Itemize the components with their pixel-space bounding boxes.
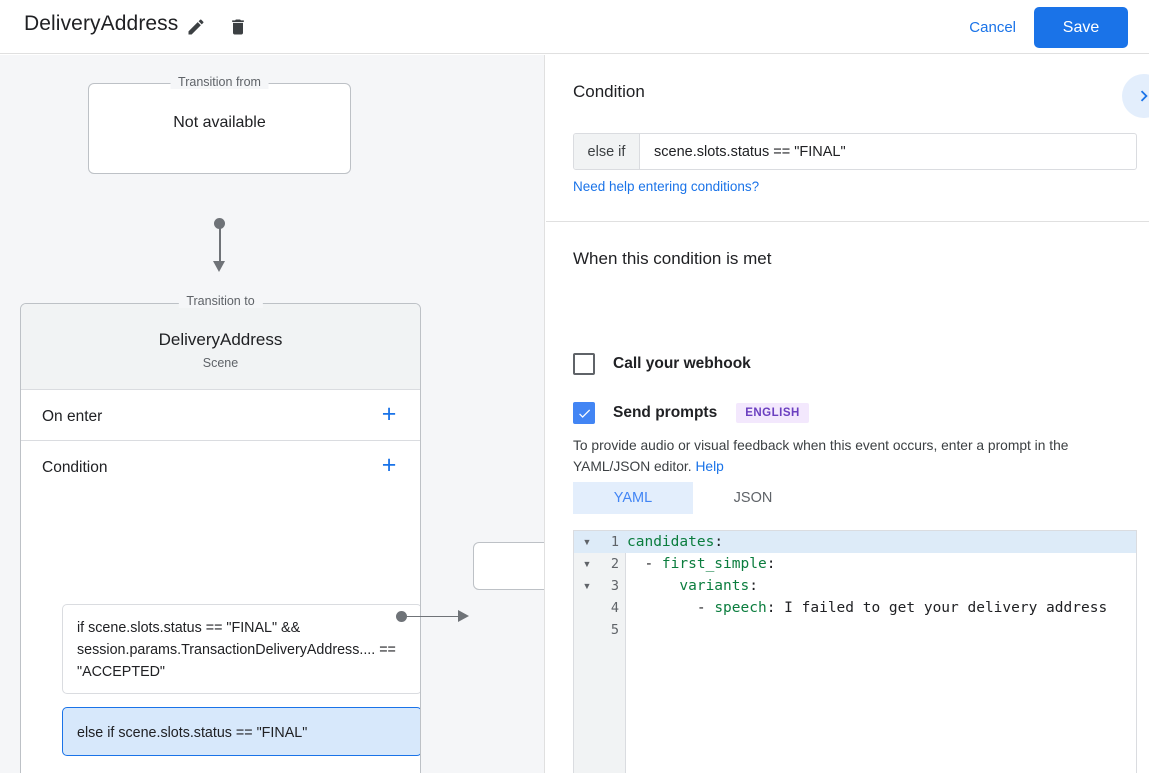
add-condition-button[interactable]: +: [381, 451, 397, 479]
target-node-card[interactable]: [473, 542, 544, 590]
editor-line-number: 4: [610, 600, 619, 616]
fold-triangle-icon[interactable]: ▼: [582, 559, 592, 569]
editor-line-code: - speech: I failed to get your delivery …: [627, 600, 1108, 616]
condition-expression-input[interactable]: [640, 134, 1136, 169]
send-prompts-checkbox-row[interactable]: Send prompts ENGLISH: [573, 402, 809, 424]
tab-yaml[interactable]: YAML: [573, 482, 693, 514]
editor-format-tabs: YAML JSON: [573, 482, 813, 514]
pencil-icon[interactable]: [181, 12, 211, 42]
chevron-right-icon[interactable]: [1122, 74, 1149, 118]
editor-line[interactable]: ▼ 2 - first_simple:: [574, 553, 1136, 575]
page-title: DeliveryAddress: [24, 12, 179, 35]
editor-line-number: 1: [610, 534, 619, 550]
editor-line-code: - first_simple:: [627, 556, 776, 572]
section-condition-title: Condition: [42, 459, 108, 476]
condition-expression-row[interactable]: else if: [573, 133, 1137, 170]
fold-triangle-icon[interactable]: ▼: [582, 537, 592, 547]
details-panel: Condition else if Need help entering con…: [546, 55, 1149, 773]
scene-name: DeliveryAddress: [158, 330, 283, 349]
prompt-editor-help-link[interactable]: Help: [695, 459, 724, 474]
prompt-editor-description: To provide audio or visual feedback when…: [573, 435, 1133, 477]
transition-to-card[interactable]: DeliveryAddress Scene On enter + Conditi…: [20, 303, 421, 773]
scene-type-label: Scene: [202, 356, 239, 370]
language-badge: ENGLISH: [736, 403, 809, 423]
prompt-editor-description-text: To provide audio or visual feedback when…: [573, 438, 1069, 474]
editor-lines[interactable]: ▼ 1 candidates: ▼ 2 - first_simple: ▼ 3 varian…: [574, 531, 1136, 641]
call-webhook-label: Call your webhook: [613, 355, 751, 372]
cancel-button[interactable]: Cancel: [961, 12, 1024, 44]
connector-arrow-down-icon: [213, 261, 225, 272]
transition-from-card[interactable]: Transition from Not available: [88, 75, 351, 174]
condition-help-link[interactable]: Need help entering conditions?: [573, 179, 760, 194]
editor-line-code: candidates:: [627, 534, 724, 550]
add-on-enter-button[interactable]: +: [381, 400, 397, 428]
transition-from-title: Not available: [173, 114, 266, 131]
fold-triangle-icon[interactable]: ▼: [582, 581, 592, 591]
app-header: DeliveryAddress Cancel Save: [0, 0, 1149, 54]
editor-line-number: 3: [610, 578, 619, 594]
condition-section-title: Condition: [573, 82, 645, 101]
send-prompts-checkbox[interactable]: [573, 402, 595, 424]
editor-line[interactable]: 5: [574, 619, 1136, 641]
editor-line-number: 2: [610, 556, 619, 572]
editor-gutter: [574, 531, 626, 773]
editor-line[interactable]: ▼ 1 candidates:: [574, 531, 1136, 553]
connector-line-vertical: [219, 223, 221, 266]
section-condition: Condition +: [21, 441, 420, 773]
condition-prefix-label: else if: [574, 134, 640, 169]
transition-to-legend: Transition to: [178, 294, 263, 308]
tab-json[interactable]: JSON: [733, 490, 773, 506]
scene-header: DeliveryAddress Scene: [21, 304, 420, 390]
when-condition-met-section: When this condition is met Call your web…: [546, 223, 1149, 773]
call-webhook-checkbox[interactable]: [573, 353, 595, 375]
editor-line-code: variants:: [679, 578, 758, 594]
condition-section: Condition else if Need help entering con…: [546, 55, 1149, 222]
transition-from-legend: Transition from: [170, 75, 269, 89]
editor-line[interactable]: 4 - speech: I failed to get your deliver…: [574, 597, 1136, 619]
condition-chip-else-if[interactable]: else if scene.slots.status == "FINAL": [62, 707, 420, 756]
connector-dot-condition: [396, 611, 407, 622]
condition-chip-if[interactable]: if scene.slots.status == "FINAL" && sess…: [62, 604, 420, 694]
yaml-code-editor[interactable]: ▼ 1 candidates: ▼ 2 - first_simple: ▼ 3 varian…: [573, 530, 1137, 773]
section-on-enter: On enter +: [21, 390, 420, 441]
save-button[interactable]: Save: [1034, 7, 1128, 48]
connector-line-horizontal: [402, 615, 460, 617]
section-on-enter-title: On enter: [42, 408, 103, 425]
webhook-checkbox-row[interactable]: Call your webhook: [573, 353, 751, 375]
connector-arrow-right-icon: [458, 610, 469, 622]
when-condition-met-title: When this condition is met: [573, 249, 772, 268]
editor-line[interactable]: ▼ 3 variants:: [574, 575, 1136, 597]
trash-icon[interactable]: [223, 12, 253, 42]
editor-line-number: 5: [610, 622, 619, 638]
flow-canvas[interactable]: Transition from Not available DeliveryAd…: [0, 55, 545, 773]
send-prompts-label: Send prompts: [613, 404, 718, 421]
